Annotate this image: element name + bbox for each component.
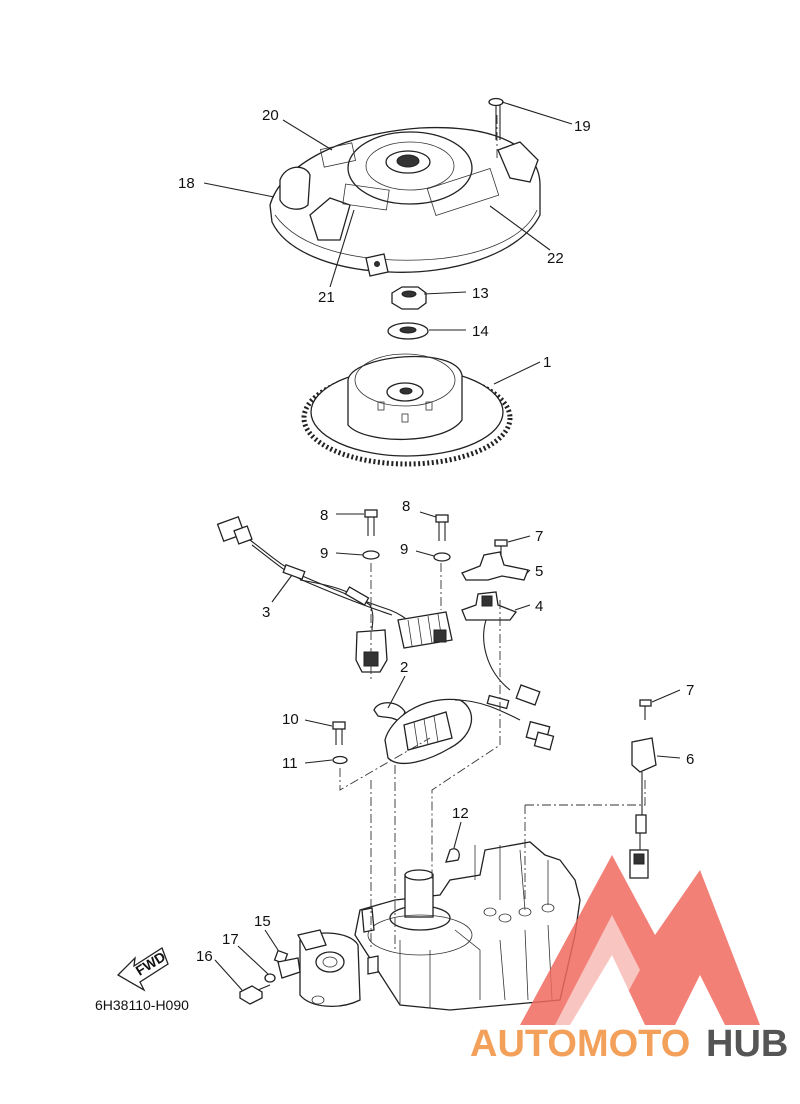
diagram-code: 6H38110-H090 xyxy=(95,997,189,1013)
fwd-arrow: FWD xyxy=(116,947,169,992)
callout-16: 16 xyxy=(196,948,213,965)
callout-7a: 7 xyxy=(535,528,543,545)
flywheel-cover xyxy=(269,126,541,277)
leader-lines xyxy=(203,101,681,991)
callout-9b: 9 xyxy=(400,541,408,558)
watermark-triangle-icon xyxy=(520,855,760,1025)
callout-13: 13 xyxy=(472,285,489,302)
callout-2: 2 xyxy=(400,659,408,676)
callout-21: 21 xyxy=(318,289,335,306)
callout-1: 1 xyxy=(543,354,551,371)
bolt-10-washer-11 xyxy=(332,721,348,765)
watermark-logo xyxy=(520,855,760,1025)
connector-6 xyxy=(629,699,657,879)
nut-13 xyxy=(391,286,427,310)
flywheel xyxy=(301,353,513,467)
callout-10: 10 xyxy=(282,711,299,728)
callout-8a: 8 xyxy=(320,507,328,524)
engine-block xyxy=(297,841,581,1011)
callout-18: 18 xyxy=(178,175,195,192)
callout-6: 6 xyxy=(686,751,694,768)
callout-11: 11 xyxy=(282,755,298,772)
callout-12: 12 xyxy=(452,805,469,822)
watermark-text: AUTOMOTO HUB xyxy=(470,1023,788,1065)
washer-14 xyxy=(387,322,429,340)
callout-3: 3 xyxy=(262,604,270,621)
callout-8b: 8 xyxy=(402,498,410,515)
callout-17: 17 xyxy=(222,931,239,948)
assembly-lines xyxy=(339,115,646,950)
key-12 xyxy=(445,848,460,863)
sensor-4 xyxy=(461,591,541,706)
callout-20: 20 xyxy=(262,107,279,124)
screw-16-parts xyxy=(239,949,301,1005)
pulser-harness xyxy=(216,515,453,673)
charge-coil-2 xyxy=(373,694,555,765)
callout-4: 4 xyxy=(535,598,543,615)
callout-15: 15 xyxy=(254,913,271,930)
callout-14: 14 xyxy=(472,323,489,340)
callout-22: 22 xyxy=(547,250,564,267)
callout-labels: 20 18 19 21 22 13 14 1 8 8 9 9 7 5 4 3 2… xyxy=(95,107,694,1013)
watermark-automoto: AUTOMOTO xyxy=(470,1023,690,1065)
callout-5: 5 xyxy=(535,563,543,580)
callout-9a: 9 xyxy=(320,545,328,562)
bracket-5 xyxy=(461,539,529,581)
callout-19: 19 xyxy=(574,118,591,135)
callout-7b: 7 xyxy=(686,682,694,699)
watermark-hub: HUB xyxy=(706,1023,788,1065)
